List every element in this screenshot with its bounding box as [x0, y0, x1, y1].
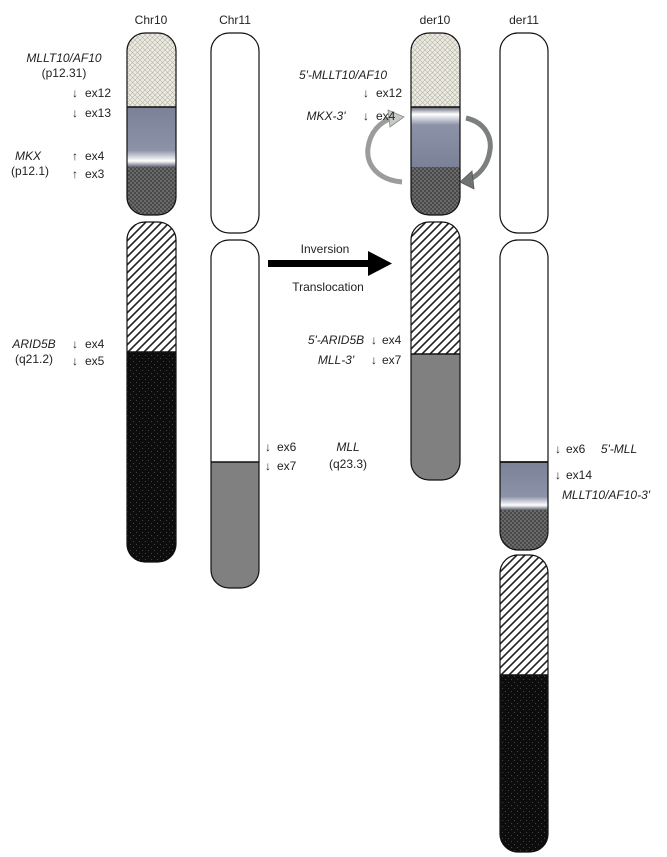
- der10-ex4: ex4: [376, 109, 396, 123]
- chr11-ex6: ex6: [277, 440, 297, 454]
- der10-gene-mll-3: MLL-3': [318, 353, 355, 367]
- chr10-gene-mllt10: MLLT10/AF10: [26, 51, 101, 65]
- down-arrow-icon: ↓: [363, 86, 369, 100]
- der10-ex7: ex7: [382, 353, 402, 367]
- up-arrow-icon: ↑: [72, 167, 78, 181]
- down-arrow-icon: ↓: [72, 106, 78, 120]
- down-arrow-icon: ↓: [72, 337, 78, 351]
- der10-gene-5-mllt10: 5'-MLLT10/AF10: [299, 68, 387, 82]
- der10-ex12: ex12: [376, 86, 402, 100]
- chr10-gene-mkx: MKX: [15, 149, 42, 163]
- der11-gene-mllt10-3: MLLT10/AF10-3': [562, 488, 651, 502]
- der11-gene-5-mll: 5'-MLL: [601, 442, 637, 456]
- chr10-ex13: ex13: [85, 106, 111, 120]
- chr10-ex4-arid5b: ex4: [85, 337, 105, 351]
- down-arrow-icon: ↓: [265, 459, 271, 473]
- der11-ex6: ex6: [566, 442, 586, 456]
- der10-gene-5-arid5b: 5'-ARID5B: [308, 333, 364, 347]
- der10-title: der10: [420, 13, 451, 27]
- inversion-label: Inversion: [301, 242, 350, 256]
- down-arrow-icon: ↓: [265, 440, 271, 454]
- chr11-ex7: ex7: [277, 459, 297, 473]
- down-arrow-icon: ↓: [371, 353, 377, 367]
- der11-ex14: ex14: [566, 468, 592, 482]
- der11-title: der11: [509, 13, 539, 27]
- up-arrow-icon: ↑: [72, 149, 78, 163]
- chr10-band-p12-1: (p12.1): [11, 164, 49, 178]
- down-arrow-icon: ↓: [555, 442, 561, 456]
- right-arrow-icon: [268, 251, 392, 276]
- chr10-ex5: ex5: [85, 354, 105, 368]
- chr10-band-q21-2: (q21.2): [15, 352, 53, 366]
- chr10-chromosome: [126, 32, 177, 563]
- chr11-gene-mll: MLL: [336, 440, 359, 454]
- chr10-ex4: ex4: [85, 149, 105, 163]
- der10-gene-mkx-3: MKX-3': [307, 109, 347, 123]
- chr10-ex12: ex12: [85, 86, 111, 100]
- chr10-ex3: ex3: [85, 167, 105, 181]
- down-arrow-icon: ↓: [363, 109, 369, 123]
- down-arrow-icon: ↓: [371, 333, 377, 347]
- down-arrow-icon: ↓: [72, 354, 78, 368]
- der10-chromosome: [410, 32, 461, 481]
- inversion-left-curved-arrow-icon: [365, 109, 405, 185]
- chr11-band-q23-3: (q23.3): [329, 457, 367, 471]
- translocation-label: Translocation: [292, 280, 364, 294]
- der10-ex4-arid5b: ex4: [382, 333, 402, 347]
- chr10-band-p12-31: (p12.31): [42, 66, 87, 80]
- chr10-gene-arid5b: ARID5B: [11, 337, 55, 351]
- chr11-title: Chr11: [219, 13, 251, 27]
- der11-chromosome: [499, 32, 549, 853]
- down-arrow-icon: ↓: [72, 86, 78, 100]
- chr11-chromosome: [210, 32, 260, 589]
- down-arrow-icon: ↓: [555, 468, 561, 482]
- inversion-right-curved-arrow-icon: [459, 115, 493, 190]
- chr10-title: Chr10: [135, 13, 168, 27]
